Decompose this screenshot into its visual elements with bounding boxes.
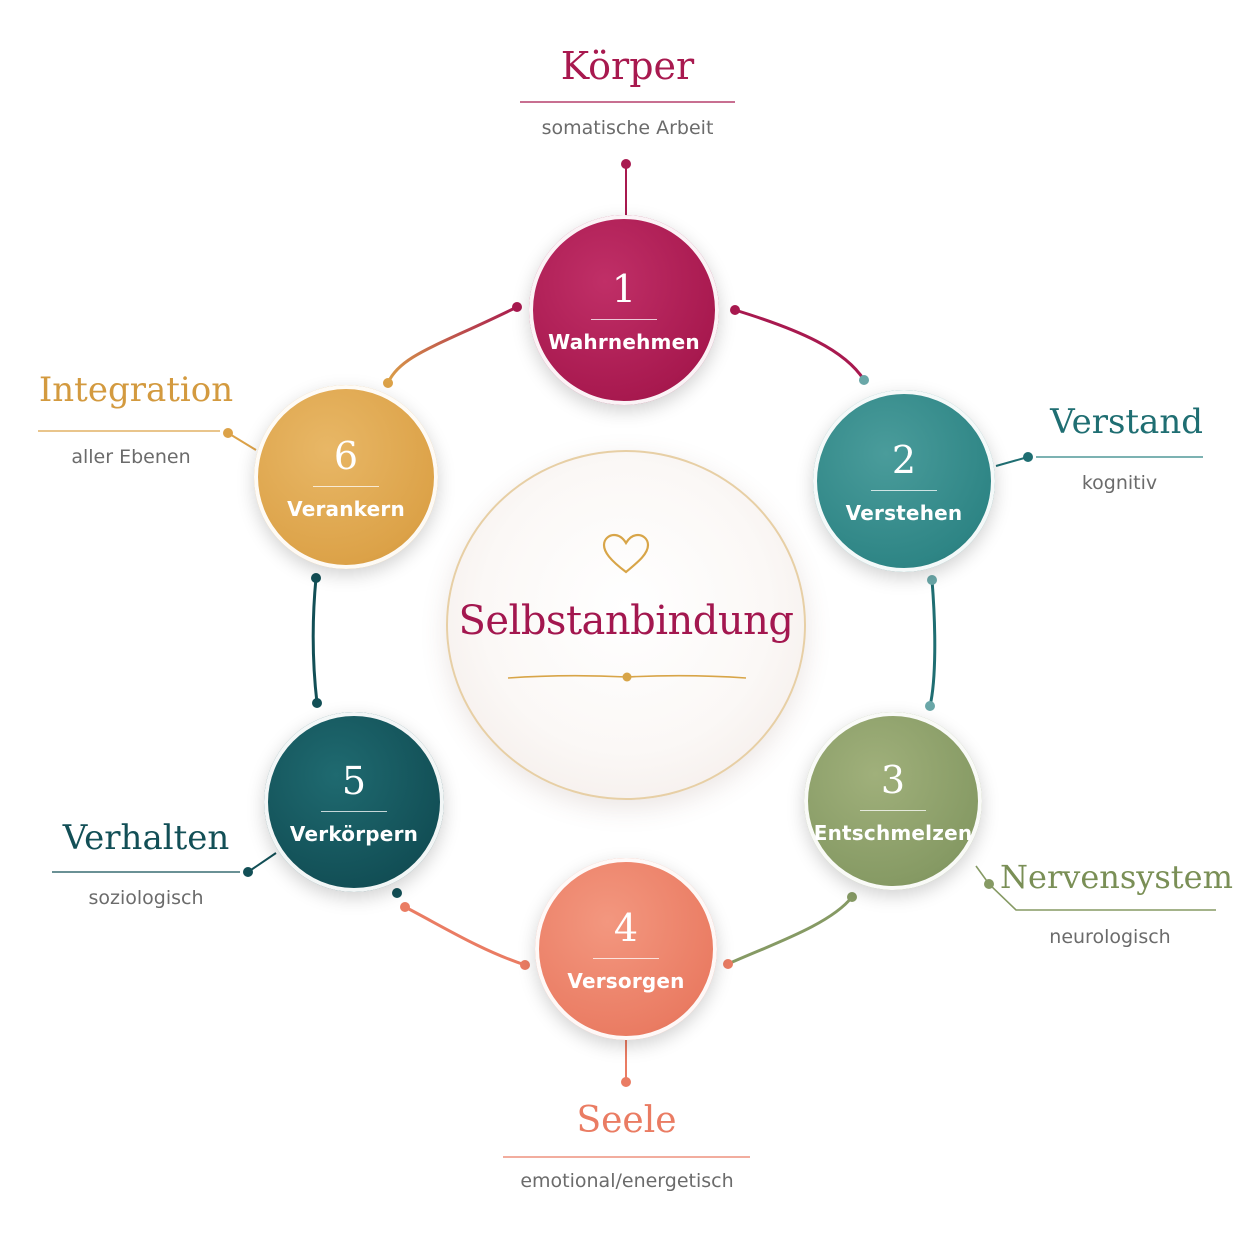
step-node-1[interactable]: 1 Wahrnehmen [529, 215, 719, 405]
step-number: 6 [333, 433, 359, 478]
step-label: Verankern [287, 496, 405, 521]
connector-dot [730, 305, 740, 315]
connector-dot [520, 960, 530, 970]
step-label: Verstehen [845, 500, 963, 525]
step-number: 1 [611, 266, 637, 311]
step-node-3[interactable]: 3 Entschmelzen [804, 712, 982, 890]
connector-dot [621, 159, 631, 169]
center-circle [446, 450, 806, 800]
connector-6-1 [386, 305, 518, 384]
leader-nervensystem [975, 865, 1216, 911]
connector-dot [925, 701, 935, 711]
dimension-title-seele: Seele [576, 1100, 677, 1141]
dimension-title-nervensystem: Nervensystem [1000, 858, 1233, 896]
connector-dot [927, 575, 937, 585]
step-divider [871, 489, 937, 491]
connector-5-6 [311, 577, 319, 704]
dimension-subtitle-nervensystem: neurologisch [1049, 926, 1171, 948]
step-number: 3 [880, 757, 906, 802]
dimension-title-verstand: Verstand [1050, 402, 1203, 442]
connector-4-5 [404, 905, 526, 967]
leader-verstand [995, 456, 1029, 467]
step-label: Wahrnehmen [548, 329, 700, 354]
connector-dot [392, 888, 402, 898]
connector-dot [859, 375, 869, 385]
step-label: Entschmelzen [813, 820, 973, 845]
connector-dot [312, 698, 322, 708]
leader-verhalten [247, 852, 277, 873]
connector-dot [243, 867, 253, 877]
step-divider [313, 485, 379, 487]
connector-dot [1023, 452, 1033, 462]
dimension-subtitle-integration: aller Ebenen [71, 446, 191, 468]
connector-dot [311, 573, 321, 583]
connector-dot [621, 1077, 631, 1087]
connector-dot [223, 428, 233, 438]
step-number: 4 [613, 905, 639, 950]
step-label: Versorgen [567, 968, 685, 993]
step-divider [860, 809, 926, 811]
step-node-5[interactable]: 5 Verkörpern [264, 712, 444, 892]
leader-integration [227, 432, 257, 451]
step-label: Verkörpern [289, 821, 419, 846]
step-node-6[interactable]: 6 Verankern [254, 385, 438, 569]
center-divider [507, 672, 747, 682]
connector-dot [512, 302, 522, 312]
connector-dot [847, 892, 857, 902]
connector-dot [723, 959, 733, 969]
heart-icon [602, 533, 650, 574]
connector-dot [984, 879, 994, 889]
connector-dot [383, 378, 393, 388]
dimension-title-verhalten: Verhalten [62, 818, 230, 858]
dimension-subtitle-koerper: somatische Arbeit [541, 117, 714, 139]
step-number: 5 [341, 758, 367, 803]
step-divider [321, 810, 387, 812]
dimension-subtitle-seele: emotional/energetisch [520, 1170, 734, 1192]
step-number: 2 [891, 437, 917, 482]
connector-dot [400, 902, 410, 912]
dimension-title-koerper: Körper [560, 44, 695, 88]
step-node-2[interactable]: 2 Verstehen [813, 390, 995, 572]
step-divider [591, 318, 657, 320]
connector-2-3 [928, 579, 937, 707]
dimension-subtitle-verstand: kognitiv [1081, 472, 1158, 494]
step-node-4[interactable]: 4 Versorgen [535, 858, 717, 1040]
dimension-title-integration: Integration [38, 370, 234, 410]
connector-1-2 [734, 308, 866, 381]
step-divider [593, 957, 659, 959]
center-title: Selbstanbindung [458, 598, 794, 644]
dimension-subtitle-verhalten: soziologisch [88, 887, 204, 909]
connector-3-4 [727, 896, 854, 966]
